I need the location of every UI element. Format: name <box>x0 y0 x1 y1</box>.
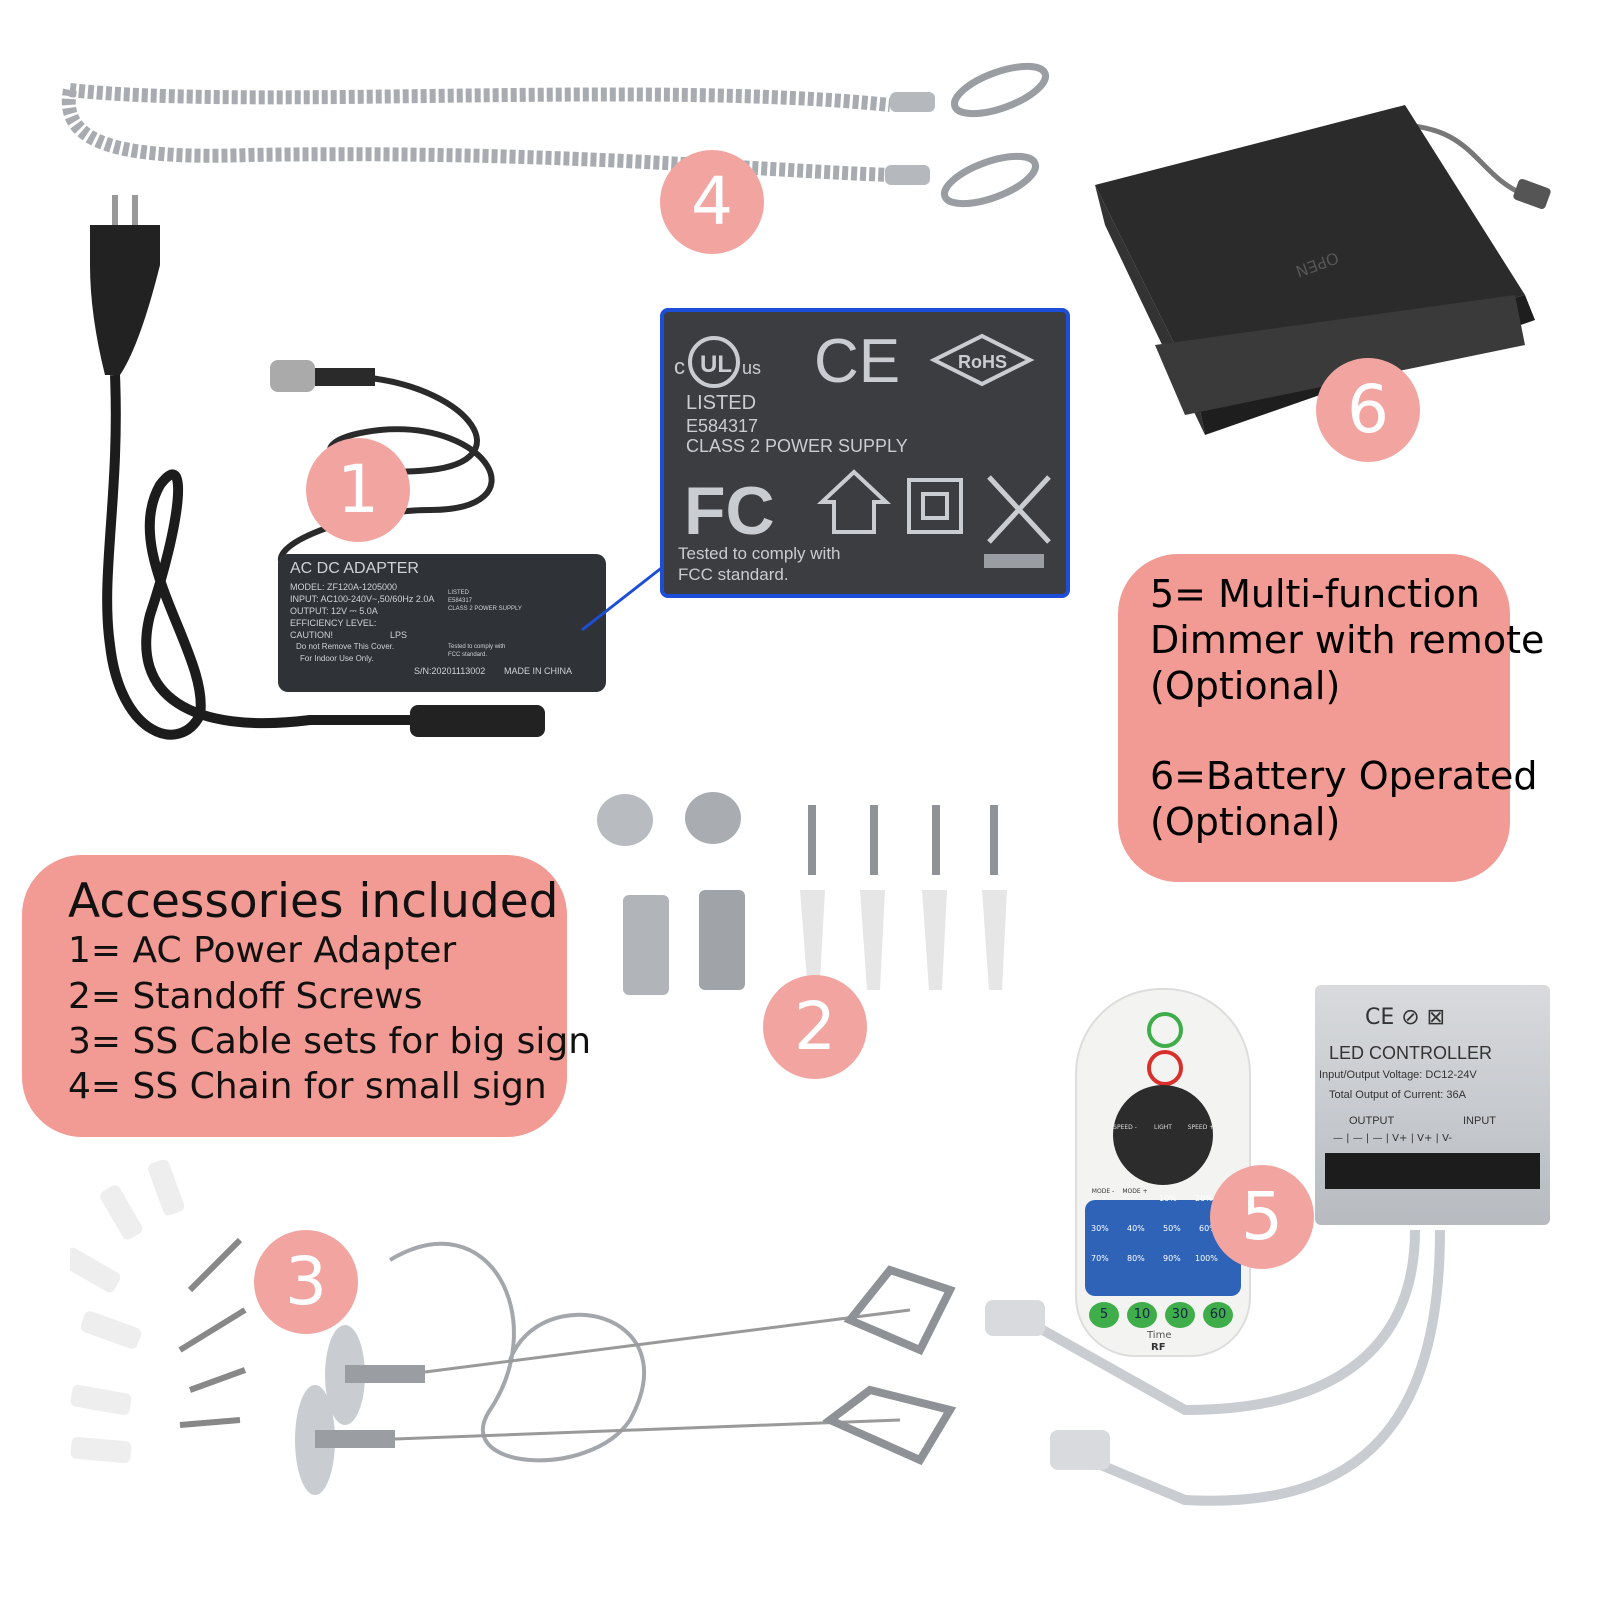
adapter-cover: Do not Remove This Cover. <box>296 642 395 651</box>
cert-marks: c UL us CE RoHS FC <box>674 327 1051 568</box>
adapter-title: AC DC ADAPTER <box>290 560 419 577</box>
optional-line-2: Dimmer with remote <box>1150 618 1545 662</box>
led-controller: CE ⊘ ⊠ LED CONTROLLER Input/Output Volta… <box>1315 985 1550 1225</box>
adapter-indoor: For Indoor Use Only. <box>300 654 374 663</box>
power-on-icon <box>1147 1012 1183 1048</box>
adapter-number: E584317 <box>448 598 473 604</box>
rf-label: RF <box>1151 1342 1166 1353</box>
level-80: 80% <box>1127 1254 1145 1263</box>
controller-title: LED CONTROLLER <box>1329 1043 1493 1063</box>
optional-line-5: (Optional) <box>1150 800 1341 844</box>
time-30: 30 <box>1165 1302 1195 1328</box>
badge-3: 3 <box>254 1230 358 1334</box>
power-off-icon <box>1147 1050 1183 1086</box>
time-label: Time <box>1147 1330 1172 1341</box>
label-class2: CLASS 2 POWER SUPPLY <box>686 436 908 456</box>
ul-c: c <box>674 354 685 379</box>
terminal-block <box>1325 1153 1540 1189</box>
adapter-lps: LPS <box>390 630 408 640</box>
battery-box-photo: OPEN <box>1095 105 1555 445</box>
label-number: E584317 <box>686 416 759 436</box>
time-60: 60 <box>1203 1302 1233 1328</box>
controller-cables-photo <box>985 1229 1445 1506</box>
level-60: 60% <box>1199 1224 1217 1233</box>
adapter-class2: CLASS 2 POWER SUPPLY <box>448 606 522 612</box>
dpad <box>1113 1085 1213 1185</box>
speed-plus: SPEED + <box>1187 1124 1215 1131</box>
speed-minus: SPEED - <box>1113 1124 1137 1131</box>
ac-dc-adapter: AC DC ADAPTER MODEL: ZF120A-1205000 INPU… <box>278 554 606 692</box>
accessories-heading: Accessories included <box>68 874 559 929</box>
adapter-caution: CAUTION! <box>290 630 334 640</box>
label-listed: LISTED <box>686 392 757 414</box>
accessory-item-4: 4= SS Chain for small sign <box>68 1066 547 1107</box>
controller-input: INPUT <box>1463 1115 1496 1127</box>
controller-current: Total Output of Current: 36A <box>1329 1089 1466 1101</box>
level-20: 20% <box>1195 1194 1213 1203</box>
label-tested: Tested to comply with <box>678 544 841 563</box>
ul-mark: UL <box>700 351 732 378</box>
controller-terminals: — | — | — | V+ | V+ | V- <box>1333 1133 1452 1144</box>
mode-plus: MODE + <box>1122 1188 1148 1195</box>
accessory-item-2: 2= Standoff Screws <box>68 976 423 1017</box>
label-fcc-standard: FCC standard. <box>678 565 789 584</box>
optional-line-4: 6=Battery Operated <box>1150 754 1538 798</box>
adapter-output: OUTPUT: 12V ⎓ 5.0A <box>290 606 378 616</box>
zoom-connector <box>581 564 665 632</box>
mode-minus: MODE - <box>1091 1188 1115 1195</box>
adapter-efficiency: EFFICIENCY LEVEL: <box>290 618 377 628</box>
optional-items-box <box>1118 554 1510 882</box>
level-100: 100% <box>1195 1254 1218 1263</box>
controller-output: OUTPUT <box>1349 1115 1395 1127</box>
time-5: 5 <box>1089 1302 1119 1328</box>
level-40: 40% <box>1127 1224 1145 1233</box>
adapter-listed: LISTED <box>448 590 470 596</box>
rohs-mark: RoHS <box>958 352 1007 372</box>
adapter-made: MADE IN CHINA <box>504 666 573 676</box>
optional-line-3: (Optional) <box>1150 664 1341 708</box>
fc-mark: FC <box>684 473 775 549</box>
ul-us: us <box>742 358 761 378</box>
rf-remote: SPEED - LIGHT SPEED + MODE - MODE + 10% … <box>1075 988 1251 1357</box>
adapter-input: INPUT: AC100-240V~,50/60Hz 2.0A <box>290 594 435 604</box>
light-label: LIGHT <box>1154 1124 1172 1131</box>
cable-set-photo <box>70 1160 957 1495</box>
controller-marks: CE ⊘ ⊠ <box>1365 1005 1446 1030</box>
badge-2: 2 <box>763 975 867 1079</box>
level-10: 10% <box>1159 1194 1177 1203</box>
standoff-screws-photo <box>597 792 1007 995</box>
adapter-tested1: Tested to comply with <box>448 644 506 650</box>
optional-line-1: 5= Multi-function <box>1150 572 1480 616</box>
level-30: 30% <box>1091 1224 1109 1233</box>
chain-photo <box>61 62 1050 208</box>
time-10: 10 <box>1127 1302 1157 1328</box>
badge-1: 1 <box>306 438 410 542</box>
accessories-box <box>22 855 567 1137</box>
accessory-item-3: 3= SS Cable sets for big sign <box>68 1021 592 1062</box>
level-90: 90% <box>1163 1254 1181 1263</box>
level-50: 50% <box>1163 1224 1181 1233</box>
battery-box-shape <box>1095 105 1551 435</box>
badge-5: 5 <box>1210 1165 1314 1269</box>
level-70: 70% <box>1091 1254 1109 1263</box>
accessory-item-1: 1= AC Power Adapter <box>68 930 457 971</box>
badge-4: 4 <box>660 150 764 254</box>
label-zoom-panel: c UL us CE RoHS FC LISTED E584317 CLASS … <box>660 308 1070 598</box>
adapter-model: MODEL: ZF120A-1205000 <box>290 582 398 592</box>
adapter-sn: S/N:20201113002 <box>414 666 486 676</box>
controller-voltage: Input/Output Voltage: DC12-24V <box>1319 1069 1477 1081</box>
ce-mark: CE <box>814 327 900 396</box>
badge-6: 6 <box>1316 358 1420 462</box>
power-cord-photo <box>90 195 545 740</box>
adapter-tested2: FCC standard. <box>448 652 488 658</box>
